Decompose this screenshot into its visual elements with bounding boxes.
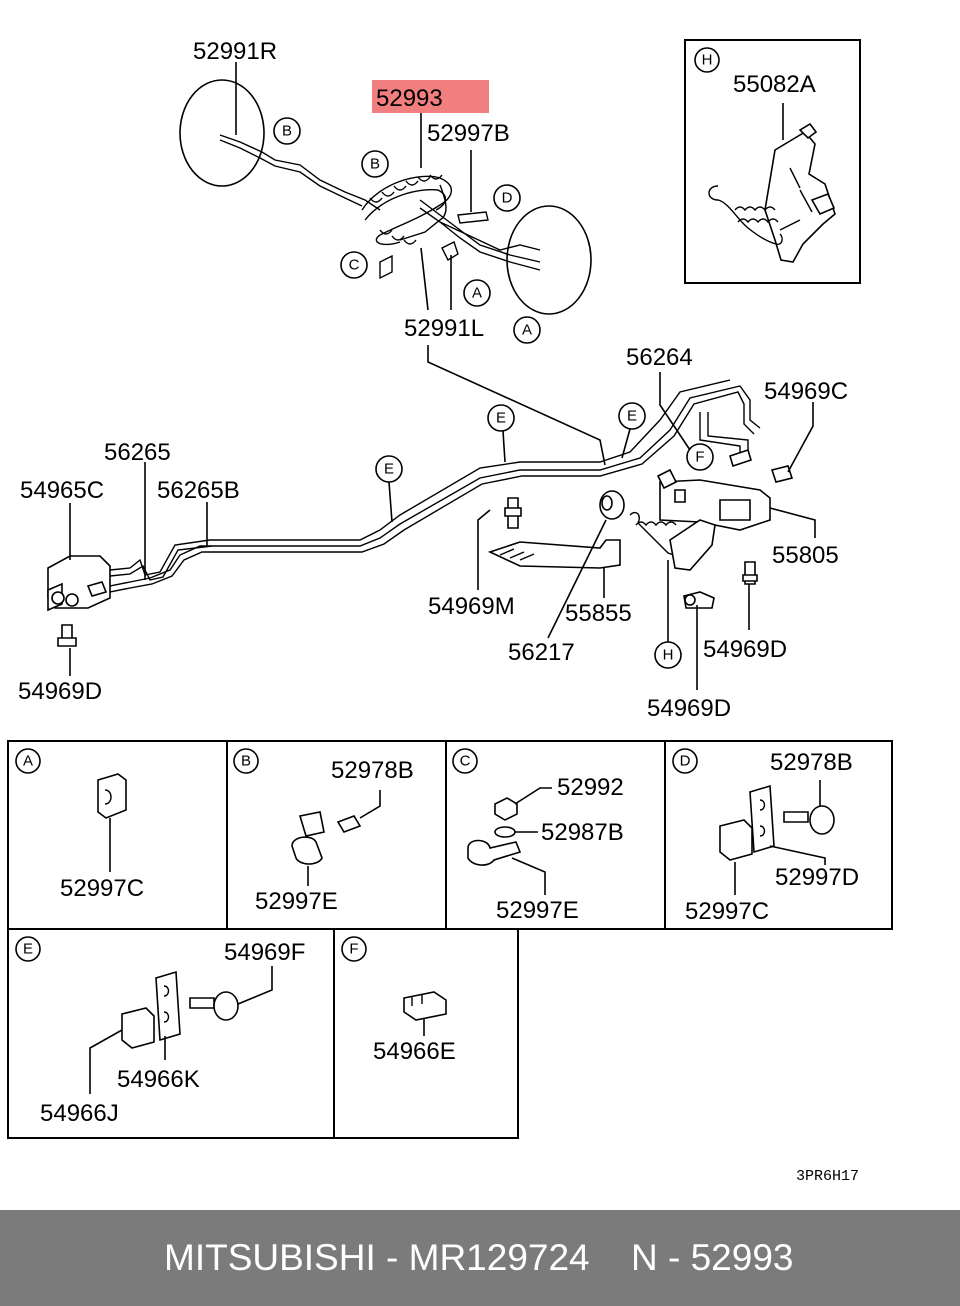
svg-text:52997C: 52997C [685,898,769,925]
highlight-52993 [372,80,489,113]
svg-text:B: B [241,753,251,770]
label-52993: 52993 [376,85,443,112]
svg-text:54966J: 54966J [40,1100,119,1127]
hose-group [179,79,592,315]
svg-text:52997E: 52997E [255,888,338,915]
callout-F: F [686,443,714,471]
svg-text:E: E [496,410,506,427]
drawing-code: 3PR6H17 [796,1168,859,1185]
brake-pipes [89,379,761,597]
callout-E-3: E [618,402,646,430]
detail-A-content: A 52997C [15,748,144,902]
callout-H: H [654,641,682,669]
label-56217: 56217 [508,639,575,666]
svg-text:52997C: 52997C [60,875,144,902]
callout-H-box: H [694,47,720,73]
label-55805: 55805 [772,542,839,569]
svg-text:54969F: 54969F [224,939,305,966]
svg-text:52997D: 52997D [775,864,859,891]
footer-part-number: MITSUBISHI - MR129724 [164,1237,590,1278]
svg-text:54966K: 54966K [117,1066,200,1093]
bolt-54969C [729,448,794,483]
label-52997B: 52997B [427,120,510,147]
callout-E-2: E [487,404,515,432]
svg-text:52978B: 52978B [331,757,414,784]
callout-B-1: B [273,117,301,145]
label-52991R: 52991R [193,38,277,65]
footer-bar: MITSUBISHI - MR129724 N - 52993 [0,1210,960,1306]
bolt-54969M [504,497,522,529]
label-54969M: 54969M [428,593,515,620]
label-55082A: 55082A [733,71,816,98]
label-56265: 56265 [104,439,171,466]
footer-diagram-ref: N - 52993 [631,1237,794,1278]
spring-lever [629,511,716,571]
callout-D: D [493,184,521,212]
svg-text:E: E [23,941,33,958]
label-54969C: 54969C [764,378,848,405]
label-54969D-right: 54969D [703,636,787,663]
svg-text:52997E: 52997E [496,897,579,924]
svg-text:52992: 52992 [557,774,624,801]
svg-text:E: E [627,408,637,425]
junction-block-54965C [47,555,111,647]
bracket-55855 [487,539,621,569]
detail-F-content: F 54966E [341,936,456,1065]
svg-text:C: C [349,257,360,274]
detail-box-D [664,740,893,930]
label-52991L: 52991L [404,315,484,342]
svg-text:F: F [695,449,704,466]
svg-text:A: A [472,285,482,302]
svg-text:F: F [349,941,358,958]
bolt-54969D-right [742,561,758,585]
callout-A-1: A [463,279,491,307]
valve-assembly-H [708,103,836,263]
callout-E-1: E [375,455,403,483]
detail-B-content: B 52978B 52997E [233,748,414,915]
label-56265B: 56265B [157,477,240,504]
svg-text:H: H [702,52,713,69]
label-54969D-bottom: 54969D [647,695,731,722]
bolt-54969D-lower [683,591,715,609]
detail-D-content: D 52978B 52997D 52997C [672,748,859,925]
label-56264: 56264 [626,344,693,371]
svg-text:D: D [502,190,513,207]
svg-text:52987B: 52987B [541,819,624,846]
callout-B-2: B [361,150,389,178]
bushing-56217 [599,490,625,520]
svg-text:A: A [23,753,33,770]
label-54969D-left: 54969D [18,678,102,705]
detail-box-F [333,928,519,1139]
label-55855: 55855 [565,600,632,627]
detail-box-H [684,39,861,284]
svg-text:H: H [663,647,674,664]
callout-A-2: A [513,316,541,344]
detail-E-content: E 54969F 54966K 54966J [15,936,305,1127]
svg-text:54966E: 54966E [373,1038,456,1065]
svg-text:C: C [460,753,471,770]
valve-bracket-55805 [656,468,771,531]
svg-text:B: B [370,156,380,173]
svg-text:D: D [680,753,691,770]
label-54965C: 54965C [20,477,104,504]
svg-text:B: B [282,123,292,140]
svg-text:E: E [384,461,394,478]
svg-text:A: A [522,322,532,339]
svg-text:52978B: 52978B [770,749,853,776]
callout-C: C [340,251,368,279]
detail-C-content: C 52992 52987B 52997E [452,748,624,924]
